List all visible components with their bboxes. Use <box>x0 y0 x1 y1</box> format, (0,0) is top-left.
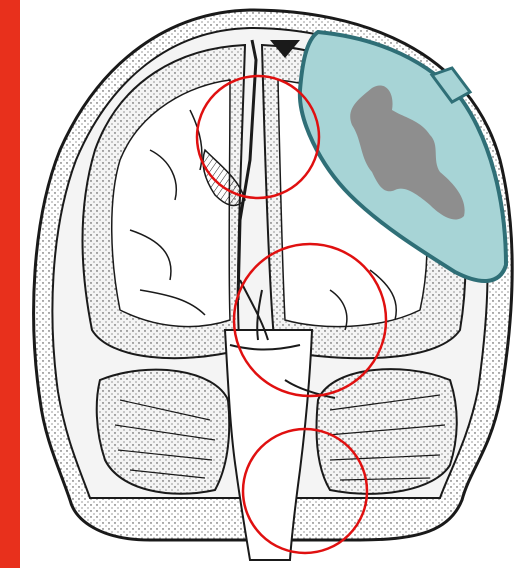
right-cerebellum <box>317 369 457 494</box>
